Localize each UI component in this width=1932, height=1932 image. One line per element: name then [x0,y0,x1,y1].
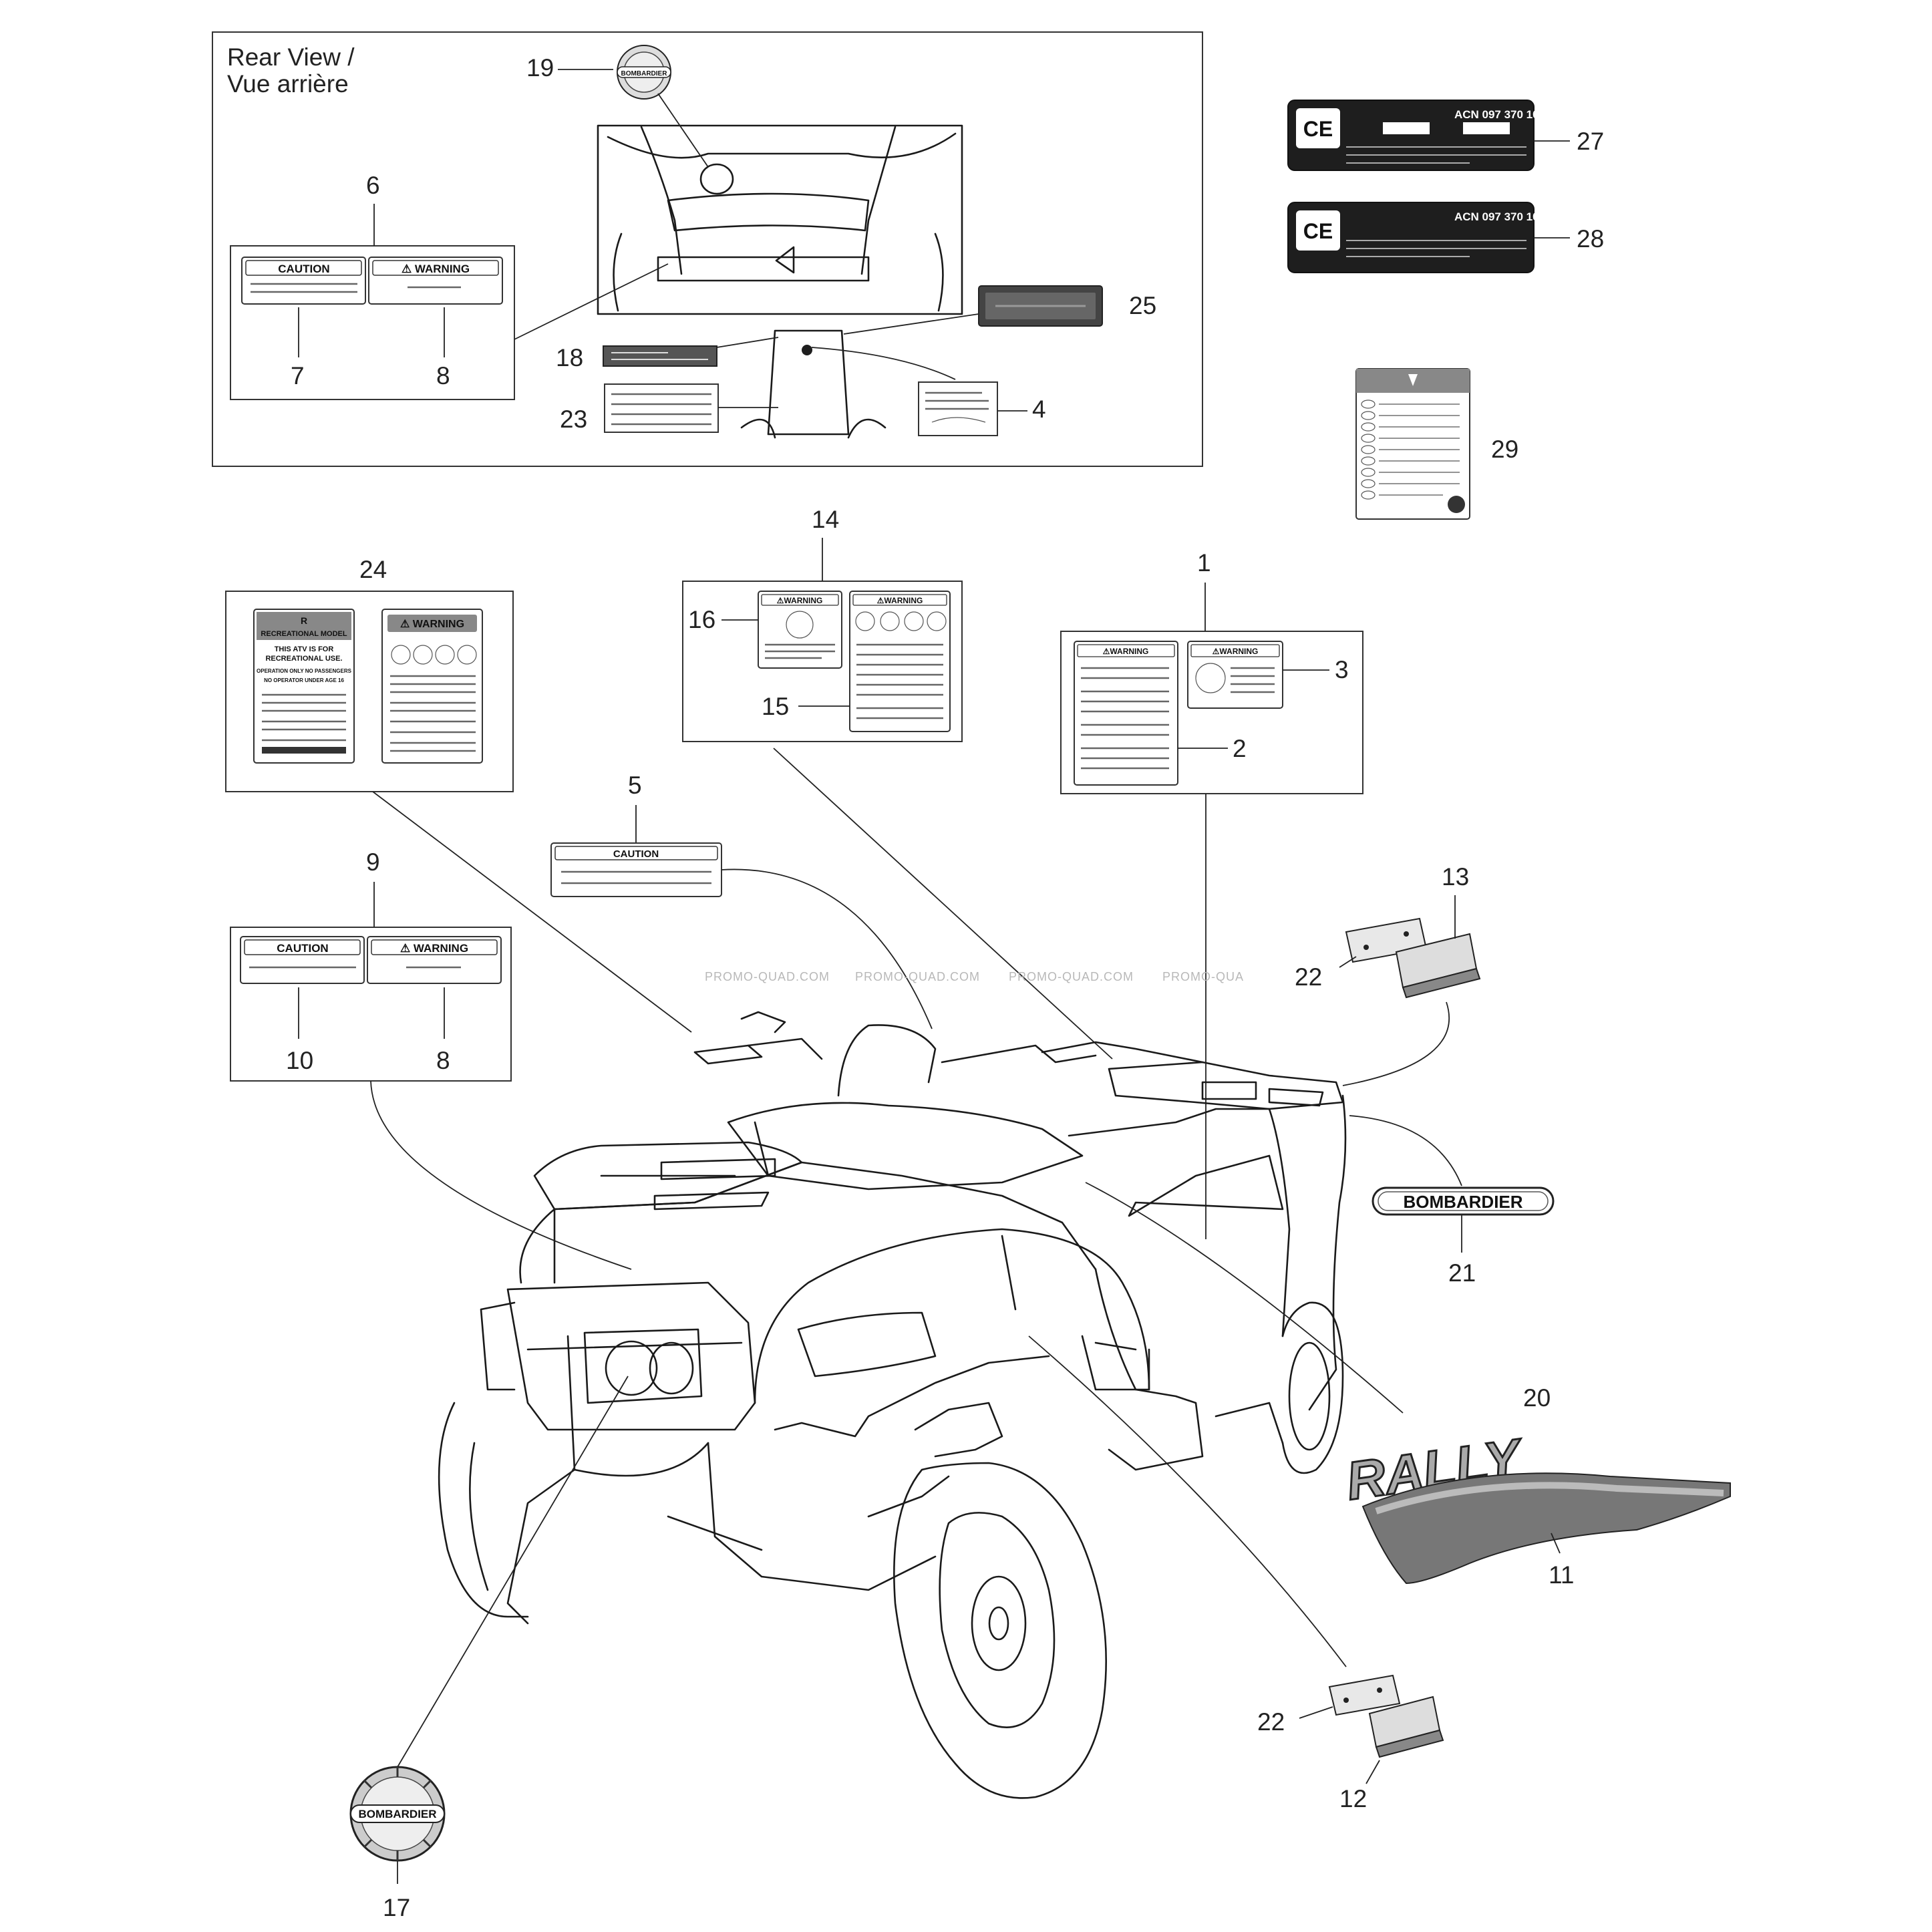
rear-atv-sketch [597,124,963,439]
bombardier-badge-21: BOMBARDIER [1372,1186,1555,1216]
recreational-r: R [301,615,307,626]
emblem-19-text: BOMBARDIER [621,70,668,77]
watermark-2: PROMO-QUAD.COM [855,970,980,983]
decal-set-1-frame [1060,631,1363,794]
decal-set-6-frame [230,245,515,400]
acn-27: ACN 097 370 100 [1454,108,1545,121]
stripe-decal-11 [1361,1472,1731,1585]
callout-25: 25 [1129,292,1156,319]
decal-2-warning: ⚠WARNING [1103,647,1149,656]
decal-25 [978,285,1103,327]
ce-mark-27: CE [1303,117,1333,141]
decal-4 [918,381,998,436]
callout-20: 20 [1523,1384,1551,1412]
watermark-4: PROMO-QUA [1162,970,1244,983]
emblem-17: BOMBARDIER [349,1766,446,1862]
callout-14: 14 [812,506,839,533]
callout-7: 7 [291,362,305,389]
ce-mark-28: CE [1303,219,1333,243]
decal-set-24: 24 R RECREATIONAL MODEL THIS ATV IS FOR … [225,556,514,792]
decal-23 [604,383,719,433]
emblem-17-text: BOMBARDIER [358,1808,436,1820]
watermark-1: PROMO-QUAD.COM [705,970,830,983]
callout-24: 24 [359,556,387,583]
callout-22-lower: 22 [1257,1708,1285,1736]
callout-8-rear: 8 [436,362,450,389]
callout-12: 12 [1339,1785,1367,1812]
rear-view-inset: Rear View / Vue arrière BOMBARDIER [212,31,1203,467]
decal-3: ⚠WARNING [1187,641,1283,709]
callout-16: 16 [688,606,715,633]
callout-8-front: 8 [436,1047,450,1074]
emblem-19: BOMBARDIER [617,45,671,100]
callout-10: 10 [286,1047,313,1074]
no-operator-age: NO OPERATOR UNDER AGE 16 [264,677,344,683]
decal-caution-10: CAUTION [240,936,365,984]
warning-decal-24: ⚠ WARNING [381,609,483,764]
decal-15: ⚠WARNING [849,591,951,732]
rear-view-subtitle: Vue arrière [227,70,349,98]
decal-18 [603,345,717,367]
callout-4: 4 [1032,395,1046,423]
recreational-use-1: THIS ATV IS FOR [275,645,334,653]
callout-9: 9 [366,848,380,876]
callout-3: 3 [1335,656,1349,683]
decal-10-caution: CAUTION [277,942,328,955]
callout-22-upper: 22 [1295,963,1322,991]
reflector-12 [1368,1696,1444,1758]
recreational-decal: R RECREATIONAL MODEL THIS ATV IS FOR REC… [253,609,355,764]
decal-warning-8: ⚠ WARNING [368,257,503,305]
decal-8b-warning: ⚠ WARNING [400,942,468,955]
recreational-model: RECREATIONAL MODEL [261,630,347,638]
callout-5: 5 [628,772,642,799]
callout-27: 27 [1577,128,1604,155]
decal-5-caution: CAUTION [613,848,659,860]
no-passengers: OPERATION ONLY NO PASSENGERS [257,668,352,674]
decal-set-14: 14 ⚠WARNING ⚠WARNING [682,506,963,742]
callout-2: 2 [1233,735,1247,762]
callout-21: 21 [1448,1259,1476,1287]
callout-15: 15 [762,693,789,720]
callout-17: 17 [383,1894,410,1921]
callout-11: 11 [1549,1561,1574,1589]
callout-1: 1 [1197,549,1211,577]
decal-set-24-frame [225,591,514,792]
multilanguage-decal-29 [1355,368,1470,520]
decal-16: ⚠WARNING [758,591,842,669]
callout-28: 28 [1577,225,1604,253]
ce-plate-27: CE ACN 097 370 100 [1287,100,1545,171]
decal-16-warning: ⚠WARNING [777,596,823,605]
decal-7-caution-text: CAUTION [278,263,329,275]
acn-28: ACN 097 370 100 [1454,210,1545,223]
decal-warning-8b: ⚠ WARNING [367,936,502,984]
decal-3-warning: ⚠WARNING [1213,647,1259,656]
rear-view-frame [212,31,1203,467]
decal-set-1: 1 ⚠WARNING ⚠WARNING 3 [1060,549,1363,794]
atv-illustration [438,1011,1347,1799]
callout-18: 18 [556,344,583,371]
reflector-13 [1395,933,1481,999]
decal-15-warning: ⚠WARNING [877,596,923,605]
decal-set-9: 9 CAUTION ⚠ WARNING 10 8 [230,848,512,1082]
callout-29: 29 [1491,436,1518,463]
ce-plate-28: CE ACN 097 370 100 [1287,202,1545,273]
recreational-use-2: RECREATIONAL USE. [265,655,342,663]
warning-24-text: ⚠ WARNING [400,619,464,630]
decal-8-warning-text: ⚠ WARNING [401,263,470,275]
watermark: PROMO-QUAD.COM PROMO-QUAD.COM PROMO-QUAD… [705,970,1244,983]
decal-caution-7: CAUTION [241,257,366,305]
reflector-22-lower [1328,1674,1401,1716]
callout-19: 19 [526,54,554,82]
callout-6: 6 [366,172,380,199]
decal-2: ⚠WARNING [1074,641,1178,786]
watermark-3: PROMO-QUAD.COM [1009,970,1134,983]
callout-23: 23 [560,406,587,433]
decal-5: 5 CAUTION [550,772,722,897]
bombardier-21-text: BOMBARDIER [1403,1192,1522,1212]
rear-view-title: Rear View / [227,43,355,71]
callout-13: 13 [1442,863,1469,891]
